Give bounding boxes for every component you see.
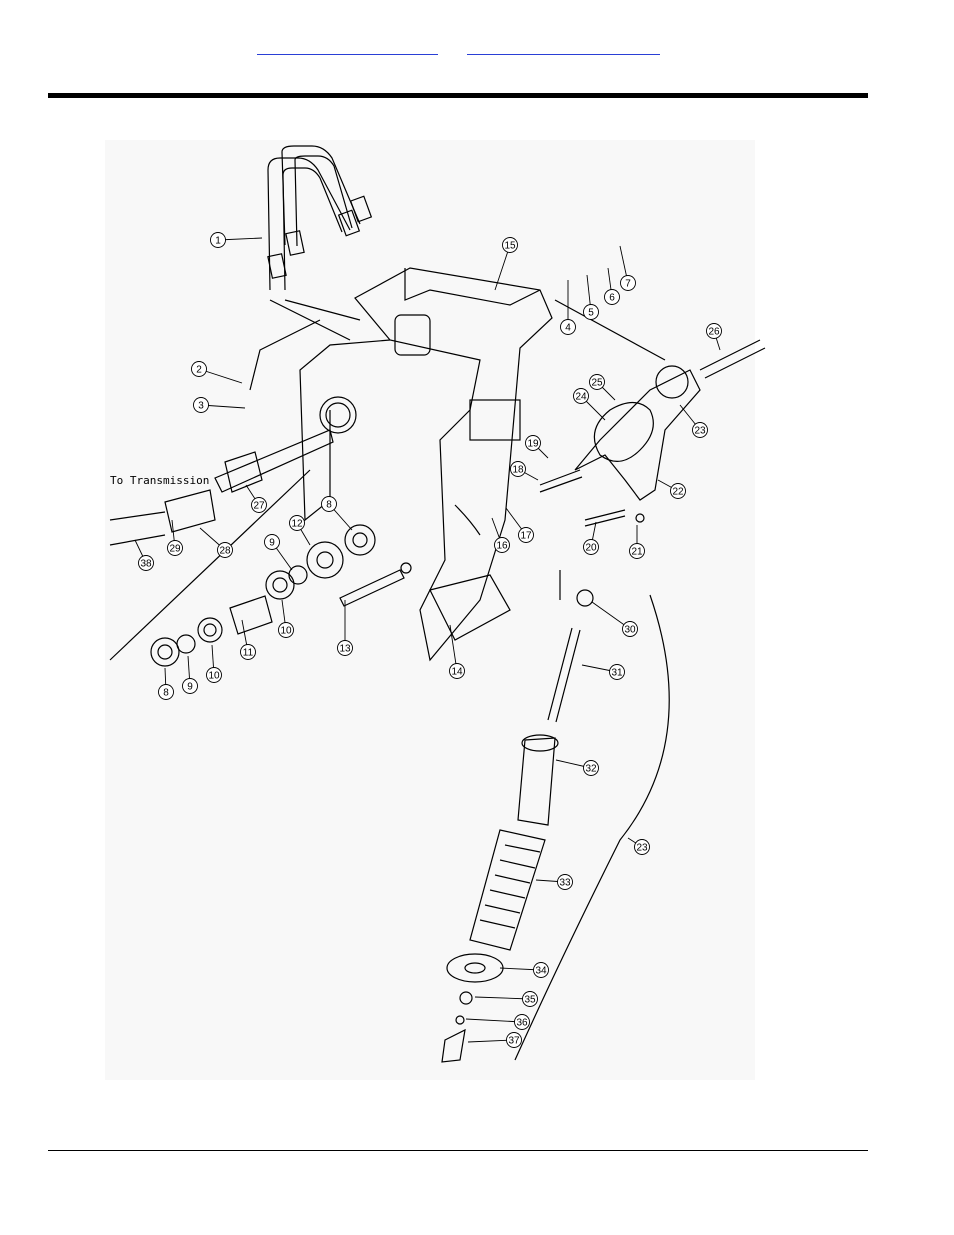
callout-number: 10 <box>208 671 220 682</box>
callout-number: 21 <box>631 547 643 558</box>
callout-number: 13 <box>339 644 351 655</box>
callout-leader <box>475 997 530 999</box>
callout-number: 29 <box>169 544 181 555</box>
callout-number: 7 <box>625 279 631 290</box>
callout-number: 12 <box>291 519 303 530</box>
callout-number: 16 <box>496 541 508 552</box>
callout-number: 36 <box>516 1018 528 1029</box>
callout-number: 14 <box>451 667 463 678</box>
callout-number: 33 <box>559 878 571 889</box>
callout-number: 32 <box>585 764 597 775</box>
spring-arm-drawing <box>540 300 765 600</box>
callout-number: 37 <box>508 1036 520 1047</box>
callout-number: 20 <box>585 543 597 554</box>
callout-number: 5 <box>588 308 594 319</box>
callout-number: 31 <box>611 668 623 679</box>
callout-number: 8 <box>326 500 332 511</box>
callout-number: 34 <box>535 966 547 977</box>
callout-number: 18 <box>512 465 524 476</box>
callout-number: 26 <box>708 327 720 338</box>
callout-number: 9 <box>269 538 275 549</box>
callout-number: 15 <box>504 241 516 252</box>
handle-drawing <box>268 146 371 340</box>
callout-number: 1 <box>215 236 221 247</box>
callout-number: 4 <box>565 323 571 334</box>
shaft-drawing <box>110 430 411 666</box>
callout-number: 24 <box>575 392 587 403</box>
guide-line <box>250 320 320 390</box>
callout-number: 3 <box>198 401 204 412</box>
callout-number: 8 <box>163 688 169 699</box>
callout-number: 10 <box>280 626 292 637</box>
callout-number: 9 <box>187 682 193 693</box>
callout-number: 23 <box>694 426 706 437</box>
callout-leader <box>466 1019 522 1022</box>
callout-number: 2 <box>196 365 202 376</box>
spring-assembly-drawing <box>442 590 669 1062</box>
callout-number: 11 <box>243 648 254 659</box>
callout-number: 6 <box>609 293 615 304</box>
callout-number: 30 <box>624 625 636 636</box>
callout-number: 22 <box>672 487 684 498</box>
callout-number: 35 <box>524 995 536 1006</box>
callout-number: 17 <box>520 531 532 542</box>
callout-number: 19 <box>527 439 539 450</box>
footer-rule <box>48 1150 868 1151</box>
callout-number: 38 <box>140 559 152 570</box>
to-transmission-label: To Transmission <box>110 474 209 487</box>
callout-number: 23 <box>636 843 648 854</box>
callout-number: 27 <box>253 501 265 512</box>
callout-number: 28 <box>219 546 231 557</box>
callout-number: 25 <box>591 378 603 389</box>
